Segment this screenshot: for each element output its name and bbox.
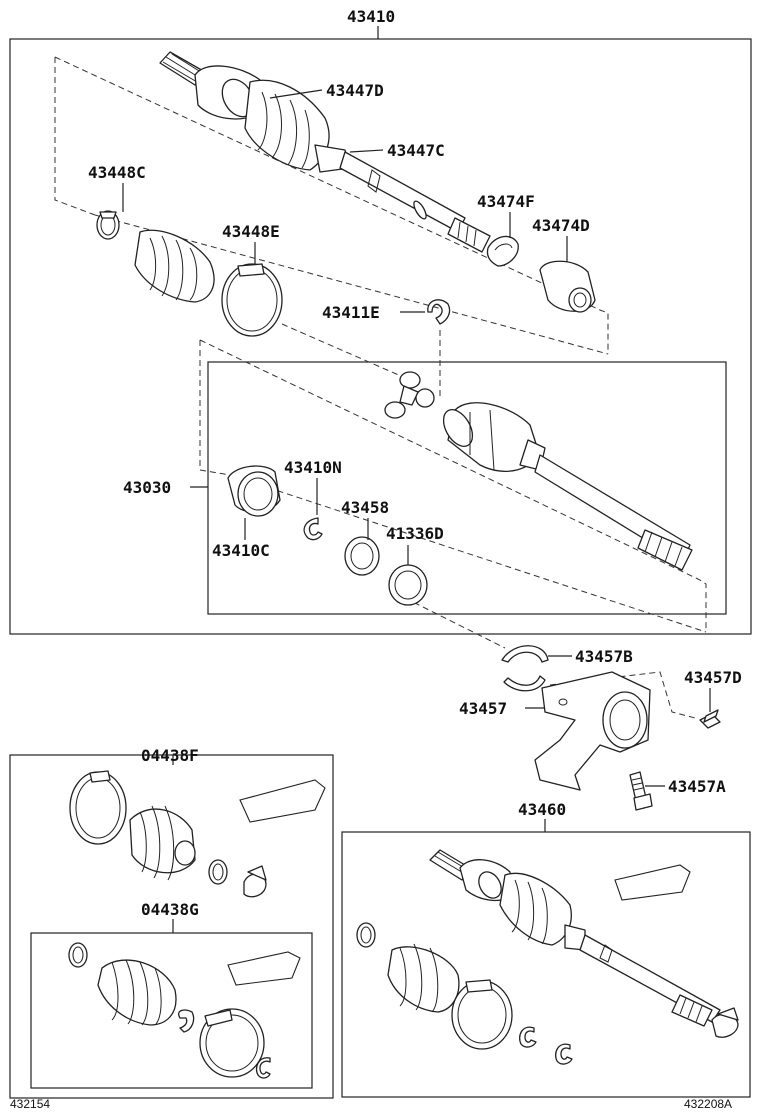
frame-43410 <box>9 38 752 635</box>
clamp-43448E <box>221 263 283 337</box>
bearing-43410C <box>227 465 281 517</box>
kit-04438F-parts <box>69 770 326 898</box>
label-43474F: 43474F <box>477 192 535 211</box>
frame-43030 <box>207 361 727 615</box>
drive-shaft-assembly <box>159 51 491 253</box>
label-41336D: 41336D <box>386 524 444 543</box>
label-43460: 43460 <box>518 800 566 819</box>
label-43030: 43030 <box>123 478 171 497</box>
label-43410C: 43410C <box>212 541 270 560</box>
label-43457: 43457 <box>459 699 507 718</box>
bracket-43457 <box>534 671 651 791</box>
frame-43460 <box>341 831 751 1098</box>
clip-43474F <box>486 235 519 267</box>
label-43411E: 43411E <box>322 303 380 322</box>
dashed-guides <box>54 56 707 719</box>
part-labels: 43410 43447D 43447C 43448C 43448E 43474F… <box>88 7 742 919</box>
label-04438F: 04438F <box>141 746 199 765</box>
kit-04438G-parts <box>68 942 301 1079</box>
label-43448E: 43448E <box>222 222 280 241</box>
clamp-43448C <box>96 210 120 240</box>
label-43447D: 43447D <box>326 81 384 100</box>
label-43474D: 43474D <box>532 216 590 235</box>
snap-ring-43411E <box>427 299 451 325</box>
inner-boot <box>134 229 215 303</box>
tripod-joint <box>384 371 435 419</box>
label-43410: 43410 <box>347 7 395 26</box>
label-43448C: 43448C <box>88 163 146 182</box>
leader-lines <box>122 26 711 933</box>
label-04438G: 04438G <box>141 900 199 919</box>
seal-41336D <box>388 564 428 606</box>
label-43410N: 43410N <box>284 458 342 477</box>
frame-04438G <box>30 932 313 1089</box>
frame-04438F <box>9 754 334 1099</box>
bolt-43457A <box>629 771 653 811</box>
footer-left-code: 432154 <box>10 1097 50 1111</box>
snap-ring-43410N <box>303 517 323 541</box>
inner-shaft <box>442 402 693 571</box>
label-43458: 43458 <box>341 498 389 517</box>
label-43457A: 43457A <box>668 777 726 796</box>
bolt-43457D <box>699 709 721 729</box>
seal-43458 <box>344 536 380 576</box>
label-43457B: 43457B <box>575 647 633 666</box>
label-43447C: 43447C <box>387 141 445 160</box>
seal-43474D <box>539 260 596 313</box>
assy-43460-parts <box>356 849 739 1065</box>
footer-right-code: 432208A <box>684 1097 732 1111</box>
label-43457D: 43457D <box>684 668 742 687</box>
snap-ring-43457B <box>501 645 549 692</box>
